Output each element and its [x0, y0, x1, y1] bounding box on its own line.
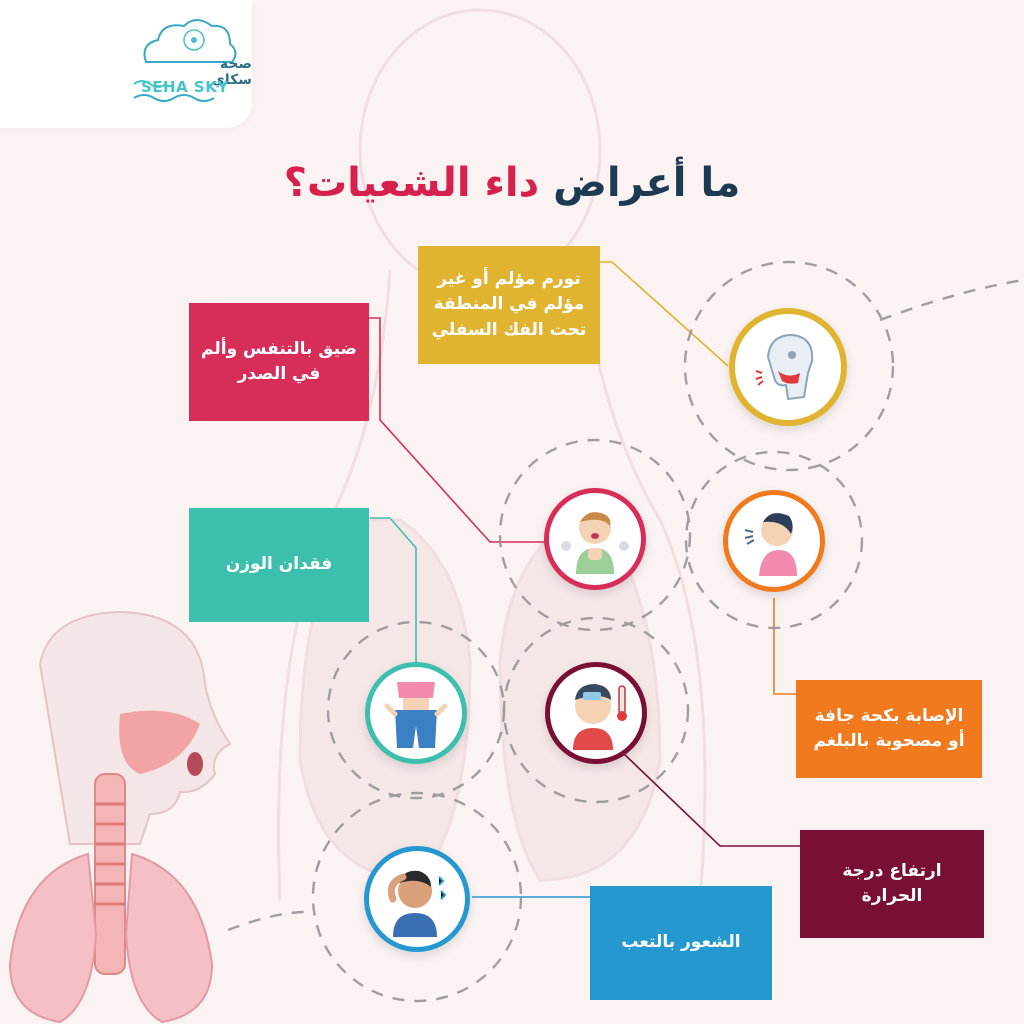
logo-cloud-icon	[133, 19, 237, 102]
symptom-label: ضيق بالتنفس وألم في الصدر	[201, 338, 357, 385]
dashed-rings	[227, 260, 1024, 1003]
symptom-label: فقدان الوزن	[225, 554, 333, 575]
fatigue-icon	[364, 846, 470, 952]
connector-lines	[368, 261, 800, 898]
body-silhouette	[277, 8, 707, 901]
symptom-box-fatigue: الشعور بالتعب	[590, 886, 772, 1000]
weight-loss-icon	[365, 662, 467, 764]
page-title: ما أعراض داء الشعيات؟	[0, 160, 1024, 206]
logo-english-name: SEHA SKY	[141, 78, 229, 96]
symptom-box-fever: ارتفاع درجة الحرارة	[800, 830, 984, 938]
symptom-box-breathing: ضيق بالتنفس وألم في الصدر	[189, 303, 369, 421]
cough-icon	[723, 490, 825, 592]
logo-card: صحة سكاي SEHA SKY	[0, 0, 252, 128]
title-part-main: ما أعراض	[553, 160, 741, 206]
jaw-pain-icon	[729, 308, 847, 426]
symptom-box-jaw-swelling: تورم مؤلم أو غير مؤلم في المنطقة تحت الف…	[418, 246, 600, 364]
respiratory-system-illustration	[8, 610, 232, 1024]
logo-arabic-name: صحة سكاي	[212, 56, 252, 88]
symptom-box-weight-loss: فقدان الوزن	[189, 508, 369, 622]
breathing-difficulty-icon	[544, 488, 646, 590]
symptom-label: الإصابة بكحة جافة أو مصحوبة بالبلغم	[813, 705, 965, 752]
symptom-label: الشعور بالتعب	[621, 932, 741, 953]
symptom-box-cough: الإصابة بكحة جافة أو مصحوبة بالبلغم	[796, 680, 982, 778]
symptom-label: تورم مؤلم أو غير مؤلم في المنطقة تحت الف…	[431, 268, 587, 340]
title-part-accent: داء الشعيات؟	[283, 160, 540, 206]
symptom-label: ارتفاع درجة الحرارة	[842, 860, 942, 907]
fever-icon	[545, 662, 647, 764]
